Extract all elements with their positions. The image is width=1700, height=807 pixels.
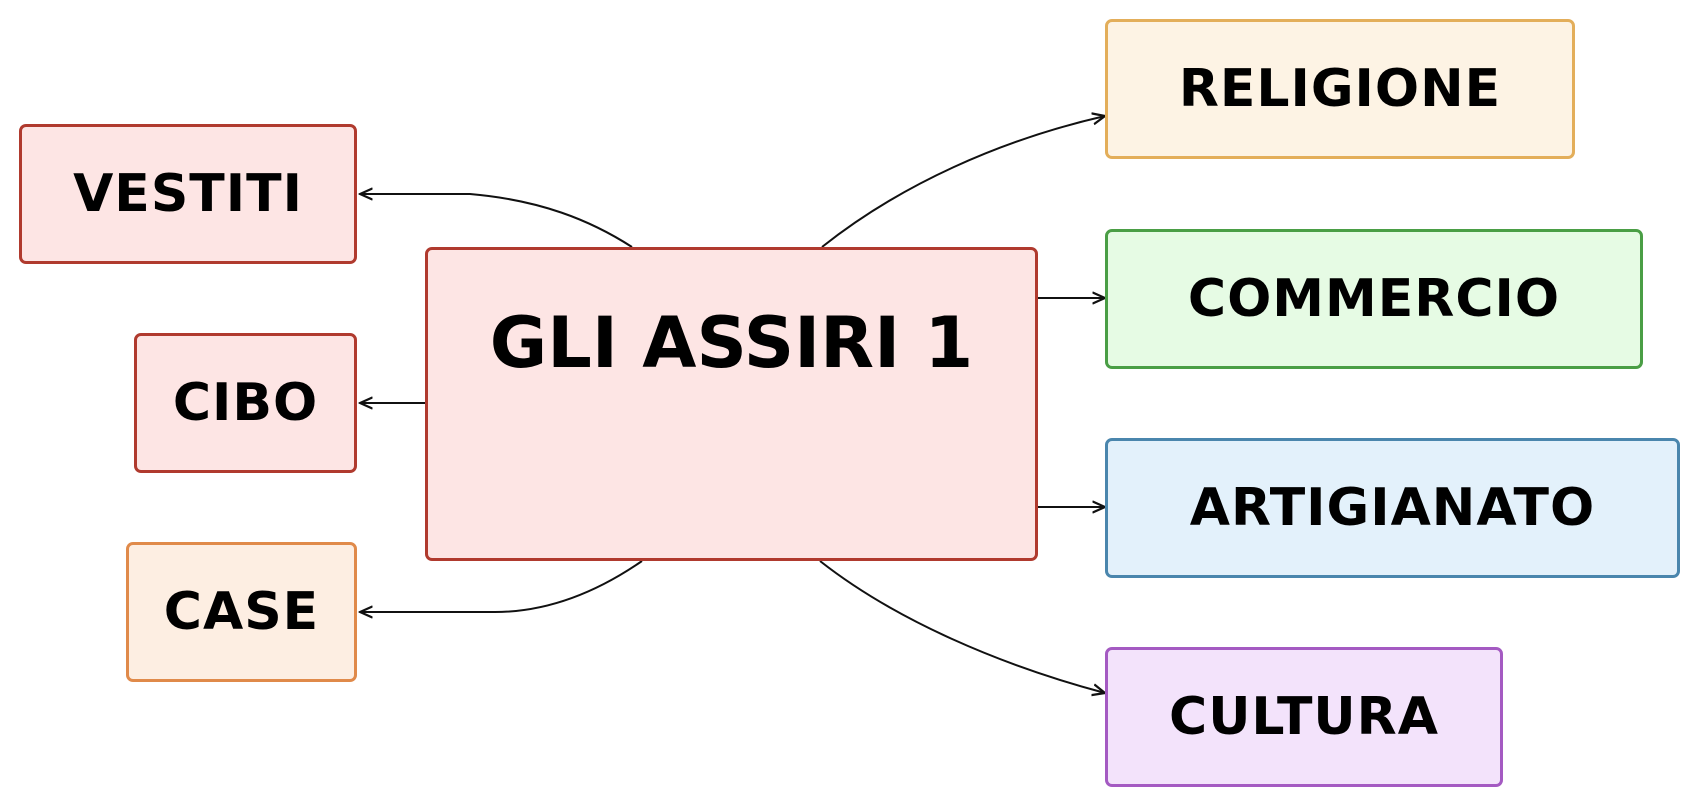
connector-vestiti <box>360 194 633 248</box>
topic-node-commercio[interactable]: COMMERCIO <box>1105 229 1643 369</box>
topic-label-case: CASE <box>163 582 320 642</box>
connector-religione <box>821 116 1105 248</box>
topic-label-commercio: COMMERCIO <box>1187 269 1561 329</box>
central-topic-label: GLI ASSIRI 1 <box>489 302 974 384</box>
topic-node-religione[interactable]: RELIGIONE <box>1105 19 1575 159</box>
central-topic-node[interactable]: GLI ASSIRI 1 <box>425 247 1038 561</box>
topic-node-vestiti[interactable]: VESTITI <box>19 124 357 264</box>
connector-case <box>360 560 643 612</box>
topic-node-case[interactable]: CASE <box>126 542 357 682</box>
connector-cultura <box>819 560 1105 693</box>
topic-node-cibo[interactable]: CIBO <box>134 333 357 473</box>
topic-node-cultura[interactable]: CULTURA <box>1105 647 1503 787</box>
topic-label-artigianato: ARTIGIANATO <box>1189 478 1596 538</box>
topic-label-religione: RELIGIONE <box>1178 59 1502 119</box>
topic-label-cibo: CIBO <box>172 373 319 433</box>
topic-label-vestiti: VESTITI <box>73 164 303 224</box>
topic-label-cultura: CULTURA <box>1169 687 1439 747</box>
topic-node-artigianato[interactable]: ARTIGIANATO <box>1105 438 1680 578</box>
